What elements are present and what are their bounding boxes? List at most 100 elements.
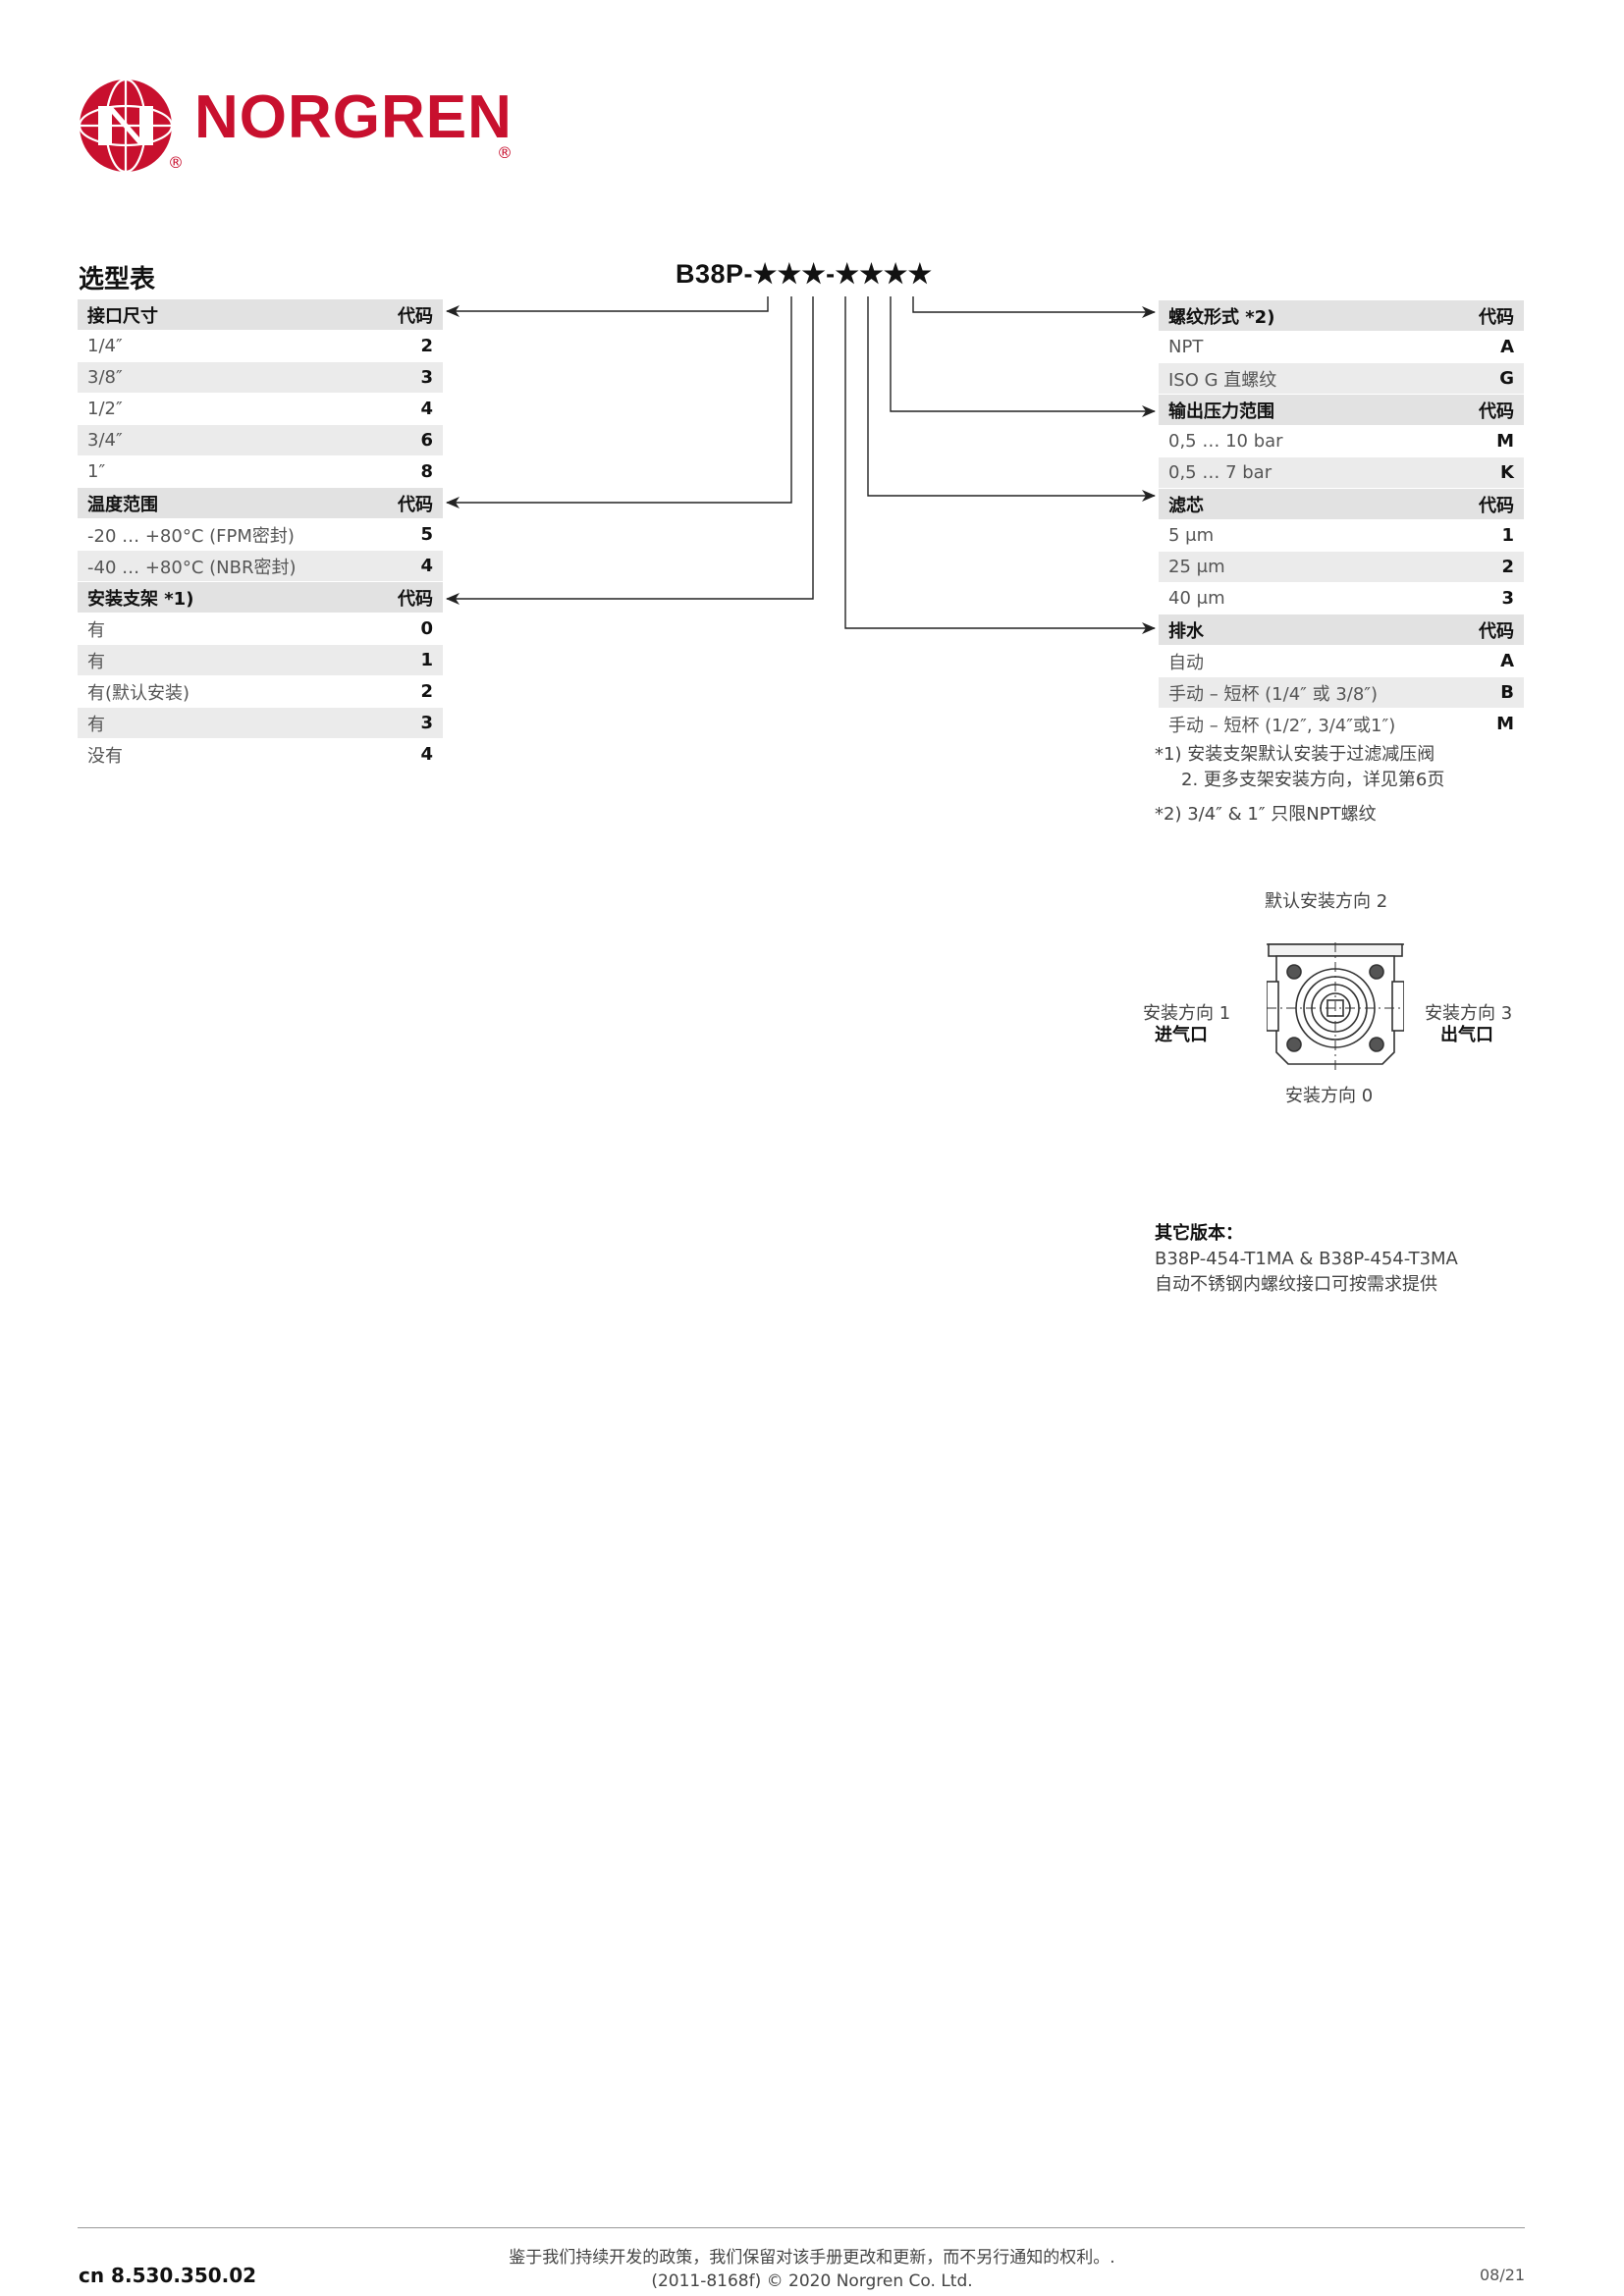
left-option-row: 1/2″ 4 bbox=[78, 394, 443, 424]
right-option-row: 0,5 … 10 bar M bbox=[1159, 426, 1524, 456]
option-label: 3/4″ bbox=[87, 430, 123, 451]
option-code: 代码 bbox=[398, 305, 433, 327]
option-code: 4 bbox=[420, 556, 433, 576]
option-label: 没有 bbox=[87, 745, 123, 767]
option-code: 代码 bbox=[1479, 400, 1514, 422]
option-label: 手动 – 短杯 (1/4″ 或 3/8″) bbox=[1168, 683, 1379, 705]
left-option-row: 1/4″2 bbox=[78, 331, 443, 361]
right-option-row: 25 μm 2 bbox=[1159, 552, 1524, 582]
mounting-diagram: 默认安装方向 2 安装方向 1 进气口 安装方向 3 出气口 安装方向 0 bbox=[1139, 883, 1532, 1119]
registered-mark-1: ® bbox=[168, 153, 184, 172]
option-label: 接口尺寸 bbox=[87, 305, 158, 327]
option-code: 4 bbox=[420, 399, 433, 419]
option-code: 0 bbox=[420, 618, 433, 639]
connector-thread bbox=[912, 296, 1156, 318]
option-label: 25 μm bbox=[1168, 557, 1225, 577]
right-option-row: 40 μm 3 bbox=[1159, 583, 1524, 614]
option-code: 3 bbox=[420, 713, 433, 733]
right-option-row: 手动 – 短杯 (1/4″ 或 3/8″)B bbox=[1159, 677, 1524, 708]
model-code: B38P-★★★-★★★★ bbox=[676, 259, 933, 289]
option-code: K bbox=[1500, 462, 1514, 483]
footnote-1-line-2: 2. 更多支架安装方向，详见第6页 bbox=[1181, 770, 1445, 790]
connector-filter bbox=[867, 296, 1156, 502]
registered-mark-2: ® bbox=[497, 143, 513, 162]
left-section-header: 接口尺寸 代码 bbox=[78, 299, 443, 330]
option-code: 6 bbox=[420, 430, 433, 451]
copyright-text: (2011-8168f) © 2020 Norgren Co. Ltd. bbox=[651, 2271, 973, 2291]
other-versions-title: 其它版本： bbox=[1155, 1223, 1243, 1244]
brand-name: NORGREN bbox=[194, 83, 513, 151]
left-option-row: -20 … +80°C (FPM密封)5 bbox=[78, 519, 443, 550]
option-code: 3 bbox=[420, 367, 433, 388]
option-code: 2 bbox=[420, 681, 433, 702]
right-option-row: NPT A bbox=[1159, 332, 1524, 362]
option-code: 5 bbox=[420, 524, 433, 545]
option-label: 有 bbox=[87, 714, 105, 735]
label-orientation-1: 安装方向 1 bbox=[1143, 1003, 1231, 1024]
other-versions-models: B38P-454-T1MA & B38P-454-T3MA bbox=[1155, 1249, 1458, 1269]
connector-port-size bbox=[446, 296, 769, 317]
norgren-logo: ® NORGREN ® bbox=[77, 77, 528, 175]
footnote-1-line-1: *1) 安装支架默认安装于过滤减压阀 bbox=[1155, 744, 1435, 765]
option-label: 排水 bbox=[1168, 620, 1204, 642]
option-code: 2 bbox=[1501, 557, 1514, 577]
option-code: 代码 bbox=[1479, 306, 1514, 328]
option-label: 1″ bbox=[87, 461, 106, 482]
option-label: -40 … +80°C (NBR密封) bbox=[87, 557, 297, 578]
option-label: 螺纹形式 *2) bbox=[1168, 306, 1275, 328]
left-option-row: -40 … +80°C (NBR密封) 4 bbox=[78, 551, 443, 581]
option-label: 自动 bbox=[1168, 652, 1204, 673]
footer-disclaimer: 鉴于我们持续开发的政策，我们保留对该手册更改和更新，而不另行通知的权利。. (2… bbox=[0, 2246, 1624, 2293]
right-section-header: 螺纹形式 *2) 代码 bbox=[1159, 300, 1524, 331]
footer-date: 08/21 bbox=[1480, 2266, 1526, 2284]
footnote-1: *1) 安装支架默认安装于过滤减压阀 2. 更多支架安装方向，详见第6页 bbox=[1155, 742, 1444, 793]
left-option-row: 1″ 8 bbox=[78, 456, 443, 487]
left-option-row: 3/8″3 bbox=[78, 362, 443, 393]
right-section-header: 滤芯 代码 bbox=[1159, 489, 1524, 519]
option-label: 5 μm bbox=[1168, 525, 1215, 546]
option-code: 3 bbox=[1501, 588, 1514, 609]
option-label: 0,5 … 7 bar bbox=[1168, 462, 1272, 483]
connector-bracket bbox=[446, 296, 814, 605]
doc-number: cn 8.530.350.02 bbox=[79, 2264, 257, 2287]
option-code: 8 bbox=[420, 461, 433, 482]
option-label: 有(默认安装) bbox=[87, 682, 190, 704]
left-option-row: 3/4″ 6 bbox=[78, 425, 443, 455]
option-code: 代码 bbox=[1479, 495, 1514, 516]
left-section-header: 安装支架 *1)代码 bbox=[78, 582, 443, 613]
regulator-top-view-icon bbox=[1267, 942, 1404, 1072]
left-option-row: 有(默认安装) 2 bbox=[78, 676, 443, 707]
other-versions-description: 自动不锈钢内螺纹接口可按需求提供 bbox=[1155, 1274, 1437, 1295]
option-label: 手动 – 短杯 (1/2″, 3/4″或1″) bbox=[1168, 715, 1396, 736]
option-label: 1/2″ bbox=[87, 399, 123, 419]
option-label: ISO G 直螺纹 bbox=[1168, 369, 1277, 391]
right-option-row: 0,5 … 7 bar K bbox=[1159, 457, 1524, 488]
footer-divider bbox=[78, 2227, 1525, 2228]
label-inlet: 进气口 bbox=[1155, 1025, 1208, 1045]
option-label: 有 bbox=[87, 651, 105, 672]
option-label: 0,5 … 10 bar bbox=[1168, 431, 1283, 452]
option-code: 代码 bbox=[1479, 620, 1514, 642]
option-label: NPT bbox=[1168, 337, 1204, 357]
option-label: 40 μm bbox=[1168, 588, 1225, 609]
option-code: 1 bbox=[1501, 525, 1514, 546]
other-versions: 其它版本： B38P-454-T1MA & B38P-454-T3MA 自动不锈… bbox=[1155, 1221, 1458, 1298]
option-label: 滤芯 bbox=[1168, 495, 1204, 516]
label-orientation-0: 安装方向 0 bbox=[1285, 1086, 1374, 1106]
option-label: 输出压力范围 bbox=[1168, 400, 1274, 422]
right-option-row: 5 μm 1 bbox=[1159, 520, 1524, 551]
label-orientation-3: 安装方向 3 bbox=[1425, 1003, 1513, 1024]
right-option-row: 自动 A bbox=[1159, 646, 1524, 676]
option-code: A bbox=[1500, 337, 1514, 357]
option-label: 温度范围 bbox=[87, 494, 158, 515]
globe-logo-icon bbox=[78, 78, 174, 174]
footnote-2: *2) 3/4″ & 1″ 只限NPT螺纹 bbox=[1155, 804, 1377, 825]
option-code: M bbox=[1496, 431, 1514, 452]
option-code: A bbox=[1500, 651, 1514, 671]
